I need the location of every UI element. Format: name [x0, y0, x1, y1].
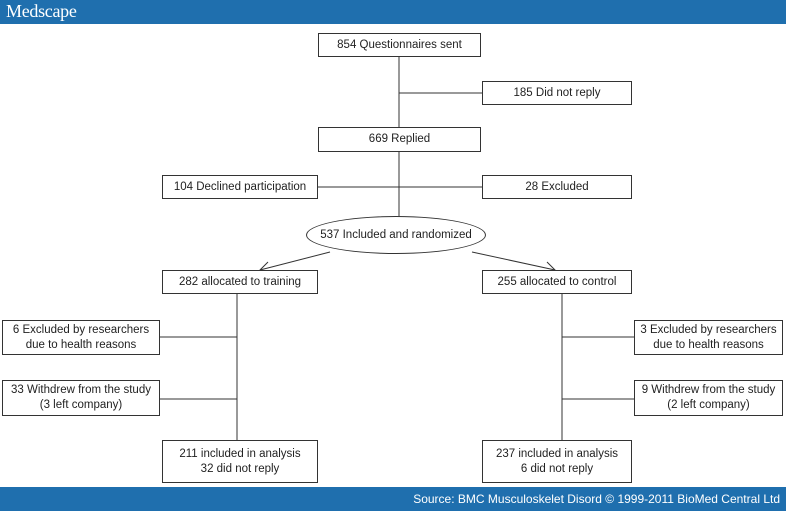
box-text: 854 Questionnaires sent [337, 38, 462, 51]
box-replied: 669 Replied [318, 127, 481, 152]
box-declined-participation: 104 Declined participation [162, 175, 318, 199]
box-excluded: 28 Excluded [482, 175, 632, 199]
box-text-line2: due to health reasons [653, 338, 764, 351]
box-training-withdrew: 33 Withdrew from the study (3 left compa… [2, 380, 160, 416]
box-allocated-training: 282 allocated to training [162, 270, 318, 294]
box-text: 104 Declined participation [173, 180, 307, 193]
box-text: 282 allocated to training [178, 275, 302, 288]
box-allocated-control: 255 allocated to control [482, 270, 632, 294]
box-questionnaires-sent: 854 Questionnaires sent [318, 33, 481, 57]
connector-to-training [259, 251, 331, 271]
box-text-line1: 3 Excluded by researchers [640, 323, 777, 336]
box-text-line2: 6 did not reply [520, 462, 594, 475]
box-training-analysis: 211 included in analysis 32 did not repl… [162, 440, 318, 483]
box-text-line1: 6 Excluded by researchers [12, 323, 150, 336]
connector-to-control [471, 251, 556, 271]
box-text: 669 Replied [368, 133, 431, 145]
box-text-line2: (2 left company) [667, 399, 750, 411]
box-text-line2: 32 did not reply [200, 462, 280, 475]
box-control-analysis: 237 included in analysis 6 did not reply [482, 440, 632, 483]
box-text-line1: 9 Withdrew from the study [641, 384, 776, 396]
box-text: 185 Did not reply [513, 86, 601, 99]
box-text-line1: 33 Withdrew from the study [11, 384, 151, 396]
box-text-line1: 237 included in analysis [495, 447, 619, 460]
box-text: 255 allocated to control [497, 275, 617, 288]
flowchart: 854 Questionnaires sent 185 Did not repl… [0, 24, 786, 487]
box-text-line2: (3 left company) [39, 399, 123, 411]
box-training-excluded: 6 Excluded by researchers due to health … [2, 320, 160, 355]
ellipse-text: 537 Included and randomized [320, 229, 472, 241]
box-text-line1: 211 included in analysis [179, 447, 301, 460]
box-text-line2: due to health reasons [25, 338, 137, 351]
box-text: 28 Excluded [525, 180, 589, 193]
ellipse-included-randomized: 537 Included and randomized [306, 216, 486, 254]
medscape-logo[interactable]: Medscape [6, 1, 77, 21]
source-credit: Source: BMC Musculoskelet Disord © 1999-… [413, 492, 780, 506]
box-did-not-reply: 185 Did not reply [482, 81, 632, 105]
connector-lines [160, 56, 634, 440]
box-control-withdrew: 9 Withdrew from the study (2 left compan… [634, 380, 783, 416]
box-control-excluded: 3 Excluded by researchers due to health … [634, 320, 783, 355]
header-bar: Medscape [0, 0, 786, 24]
footer-bar: Source: BMC Musculoskelet Disord © 1999-… [0, 487, 786, 511]
